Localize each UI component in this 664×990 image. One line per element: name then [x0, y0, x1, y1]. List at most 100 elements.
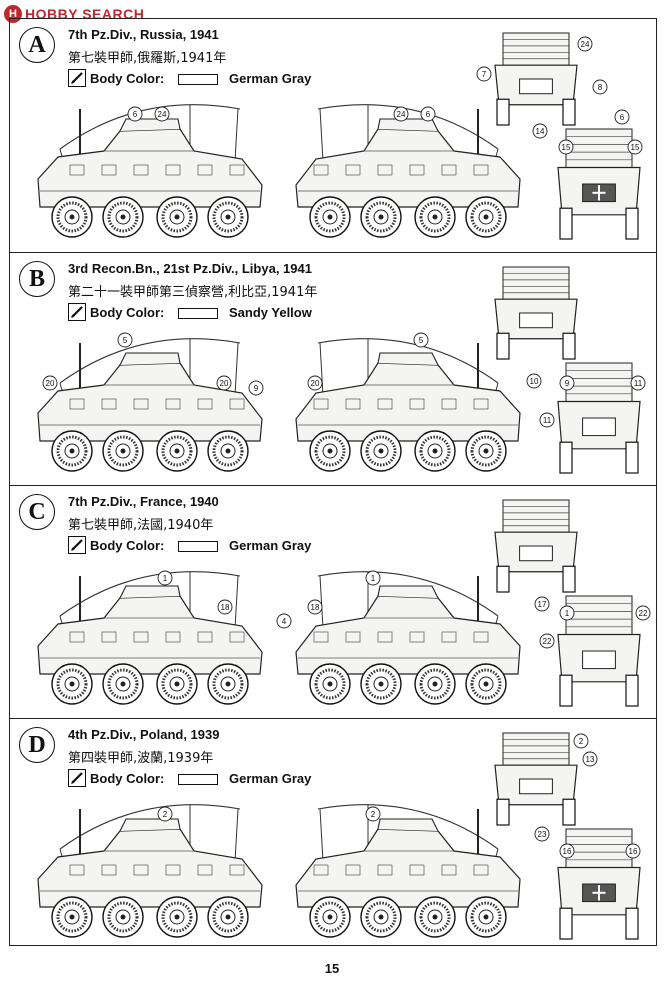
side-view-vehicle — [295, 804, 521, 938]
decal-callout: 8 — [592, 79, 608, 95]
body-color-name: German Gray — [229, 771, 312, 786]
side-view-vehicle — [295, 104, 521, 238]
svg-text:5: 5 — [123, 336, 128, 345]
scheme-letter-badge: A — [19, 27, 55, 63]
decal-callout: 15 — [558, 139, 574, 155]
svg-text:14: 14 — [536, 127, 545, 136]
decal-callout: 18 — [307, 599, 323, 615]
scheme-letter-badge: B — [19, 261, 55, 297]
unit-title: 7th Pz.Div., Russia, 1941 — [68, 27, 219, 42]
svg-text:6: 6 — [426, 110, 431, 119]
svg-text:9: 9 — [254, 384, 259, 393]
decal-callout: 20 — [42, 375, 58, 391]
svg-text:5: 5 — [419, 336, 424, 345]
decal-callout: 24 — [577, 36, 593, 52]
vehicle-drawings: 1 18 1 4 18 17 1 22 22 — [37, 499, 651, 707]
scheme-a: 6 24 24 6 24 7 8 14 6 15 15 A 7th Pz.Div., Russia, 1… — [10, 19, 656, 252]
scheme-letter-badge: D — [19, 727, 55, 763]
decal-callout: 10 — [526, 373, 542, 389]
paintbrush-icon — [68, 69, 86, 87]
page-number: 15 — [324, 961, 340, 976]
svg-text:13: 13 — [586, 755, 595, 764]
decal-callout: 16 — [559, 843, 575, 859]
svg-text:7: 7 — [482, 70, 487, 79]
scheme-letter-badge: C — [19, 494, 55, 530]
decal-callout: 9 — [559, 375, 575, 391]
decal-callout: 2 — [573, 733, 589, 749]
paintbrush-icon — [68, 536, 86, 554]
svg-text:11: 11 — [543, 416, 552, 425]
svg-text:23: 23 — [538, 830, 547, 839]
paintbrush-icon — [68, 303, 86, 321]
end-view-vehicle — [494, 499, 578, 593]
decal-callout: 16 — [625, 843, 641, 859]
decal-callout: 24 — [154, 106, 170, 122]
side-view-vehicle — [37, 104, 263, 238]
svg-text:11: 11 — [634, 379, 643, 388]
svg-text:1: 1 — [163, 574, 168, 583]
side-view-vehicle — [37, 571, 263, 705]
decal-callout: 17 — [534, 596, 550, 612]
body-color-name: German Gray — [229, 538, 312, 553]
end-view-vehicle — [557, 595, 641, 707]
end-view-vehicle — [494, 732, 578, 826]
decal-callout: 15 — [627, 139, 643, 155]
decal-callout: 4 — [276, 613, 292, 629]
svg-text:15: 15 — [562, 143, 571, 152]
decal-callout: 6 — [420, 106, 436, 122]
unit-title: 3rd Recon.Bn., 21st Pz.Div., Libya, 1941 — [68, 261, 312, 276]
svg-text:20: 20 — [311, 379, 320, 388]
decal-callout: 14 — [532, 123, 548, 139]
unit-title-chinese: 第四裝甲師,波蘭,1939年 — [68, 751, 214, 766]
decal-callout: 22 — [635, 605, 651, 621]
unit-title: 4th Pz.Div., Poland, 1939 — [68, 727, 220, 742]
color-swatch — [178, 74, 218, 85]
svg-text:24: 24 — [397, 110, 406, 119]
svg-text:16: 16 — [563, 847, 572, 856]
side-view-vehicle — [37, 338, 263, 472]
svg-text:22: 22 — [543, 637, 552, 646]
decal-callout: 9 — [248, 380, 264, 396]
color-swatch — [178, 308, 218, 319]
svg-text:17: 17 — [538, 600, 547, 609]
svg-text:20: 20 — [220, 379, 229, 388]
decal-callout: 6 — [614, 109, 630, 125]
decal-callout: 22 — [539, 633, 555, 649]
decal-callout: 13 — [582, 751, 598, 767]
svg-text:18: 18 — [221, 603, 230, 612]
svg-text:9: 9 — [565, 379, 570, 388]
end-view-vehicle — [494, 32, 578, 126]
svg-text:6: 6 — [620, 113, 625, 122]
svg-text:1: 1 — [371, 574, 376, 583]
decal-callout: 6 — [127, 106, 143, 122]
side-view-vehicle — [37, 804, 263, 938]
svg-text:15: 15 — [631, 143, 640, 152]
side-view-vehicle — [295, 571, 521, 705]
decal-callout: 20 — [216, 375, 232, 391]
vehicle-drawings: 5 20 20 9 5 20 10 9 11 11 — [37, 266, 646, 474]
decal-callout: 1 — [365, 570, 381, 586]
decal-callout: 7 — [476, 66, 492, 82]
unit-title-chinese: 第二十一裝甲師第三偵察營,利比亞,1941年 — [68, 285, 318, 300]
svg-text:1: 1 — [565, 609, 570, 618]
svg-text:2: 2 — [163, 810, 168, 819]
body-color-name: Sandy Yellow — [229, 305, 312, 320]
svg-text:10: 10 — [530, 377, 539, 386]
body-color-label: Body Color: — [90, 305, 165, 320]
decal-callout: 1 — [157, 570, 173, 586]
svg-text:18: 18 — [311, 603, 320, 612]
decal-callout: 1 — [559, 605, 575, 621]
svg-text:6: 6 — [133, 110, 138, 119]
svg-text:8: 8 — [598, 83, 603, 92]
body-color-name: German Gray — [229, 71, 312, 86]
color-swatch — [178, 774, 218, 785]
decal-callout: 5 — [413, 332, 429, 348]
side-view-vehicle — [295, 338, 521, 472]
decal-callout: 5 — [117, 332, 133, 348]
svg-text:22: 22 — [639, 609, 648, 618]
decal-callout: 2 — [157, 806, 173, 822]
